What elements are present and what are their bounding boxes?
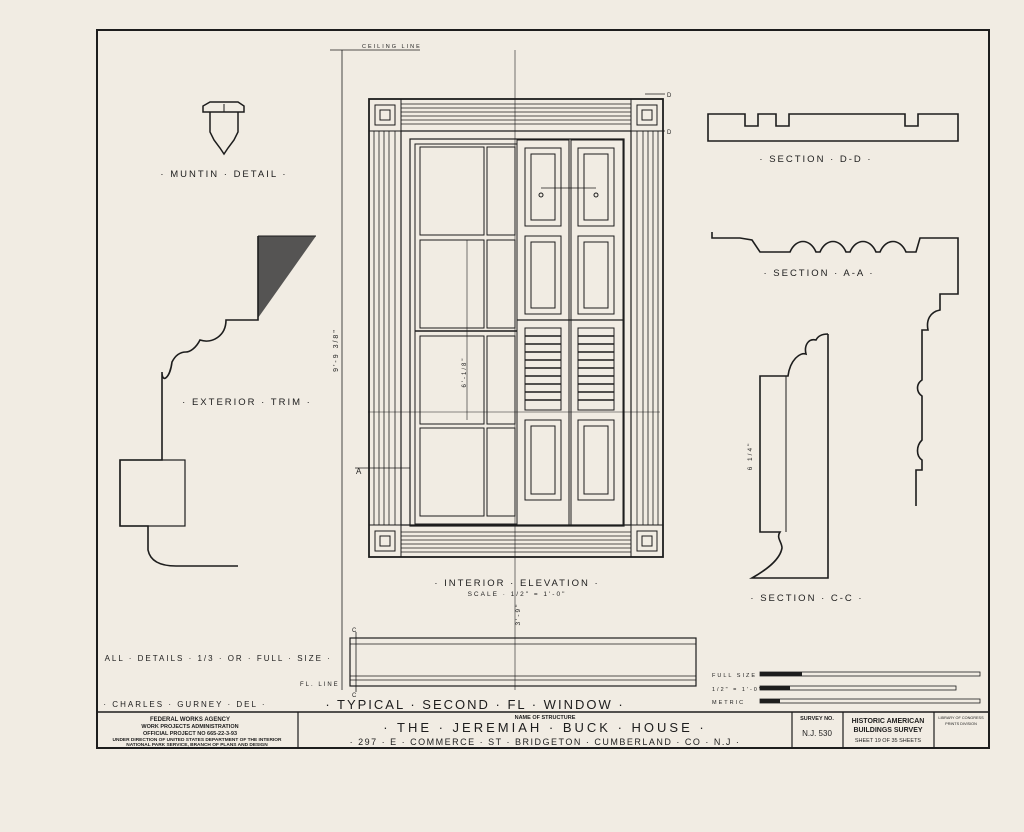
- muntin-detail-label: · MUNTIN · DETAIL ·: [160, 169, 287, 180]
- survey-no-header: SURVEY NO.: [800, 716, 834, 722]
- exterior-trim-label: · EXTERIOR · TRIM ·: [182, 397, 312, 408]
- section-c-marker-bottom: C: [352, 693, 358, 699]
- structure-name-header: NAME OF STRUCTURE: [515, 715, 576, 721]
- sill-plan: C C FL. LINE: [300, 628, 697, 699]
- section-cc-label: · SECTION · C-C ·: [750, 593, 863, 604]
- details-scale-note: · ALL · DETAILS · 1/3 · OR · FULL · SIZE…: [96, 654, 332, 663]
- scale-half-inch-label: 1/2" = 1'-0": [712, 687, 763, 693]
- section-aa-profile: [711, 232, 959, 506]
- structure-name: · THE · JEREMIAH · BUCK · HOUSE ·: [383, 720, 706, 735]
- official-project: OFFICIAL PROJECT NO 665-22-3-93: [143, 731, 237, 737]
- sheet-title: · TYPICAL · SECOND · FL · WINDOW ·: [325, 697, 624, 712]
- muntin-detail: [202, 101, 245, 156]
- habs-line-1: HISTORIC AMERICAN: [852, 718, 925, 725]
- direction-line-2: NATIONAL PARK SERVICE, BRANCH OF PLANS A…: [126, 742, 268, 748]
- corner-note-2: PRINTS DIVISION: [945, 722, 977, 726]
- floor-line-label: FL. LINE: [300, 682, 340, 688]
- sash-height-dimension: 6'-1/8": [462, 357, 468, 388]
- section-aa-label: · SECTION · A-A ·: [763, 268, 874, 279]
- scale-metric-label: METRIC: [712, 700, 745, 706]
- sheet-number: SHEET 19 OF 35 SHEETS: [855, 738, 922, 744]
- louvre-slats: [525, 335, 614, 401]
- section-d-marker-top: D: [667, 93, 673, 99]
- section-a-marker: A: [356, 467, 363, 476]
- scale-bars: FULL SIZE 1/2" = 1'-0" METRIC: [712, 671, 981, 706]
- section-c-marker-top: C: [352, 628, 358, 634]
- structure-address: · 297 · E · COMMERCE · ST · BRIDGETON · …: [350, 737, 741, 747]
- window-elevation: CEILING LINE 9'-9 3/8": [330, 44, 673, 690]
- height-dimension: 9'-9 3/8": [333, 328, 340, 372]
- elevation-scale-label: SCALE · 1/2" = 1'-0": [468, 591, 567, 598]
- delineator-credit: · CHARLES · GURNEY · DEL ·: [103, 700, 266, 709]
- interior-elevation-label: · INTERIOR · ELEVATION ·: [434, 578, 599, 589]
- agency-name: FEDERAL WORKS AGENCY: [150, 717, 230, 723]
- section-cc-dimension: 6 1/4": [747, 442, 754, 471]
- section-dd-profile: [707, 113, 959, 142]
- sheet-border: [96, 29, 990, 749]
- survey-no: N.J. 530: [802, 729, 832, 738]
- exterior-trim-profile: [119, 235, 316, 567]
- corner-note-1: LIBRARY OF CONGRESS: [938, 716, 984, 720]
- ceiling-line-label: CEILING LINE: [362, 44, 422, 50]
- section-dd-label: · SECTION · D-D ·: [759, 154, 872, 165]
- administration-name: WORK PROJECTS ADMINISTRATION: [141, 724, 238, 730]
- scale-full-size-label: FULL SIZE: [712, 673, 757, 679]
- section-cc-profile: [748, 333, 829, 579]
- section-d-marker-bottom: D: [667, 130, 673, 136]
- habs-line-2: BUILDINGS SURVEY: [853, 727, 922, 734]
- title-block: FEDERAL WORKS AGENCY WORK PROJECTS ADMIN…: [113, 712, 984, 748]
- width-dimension: 3'-9": [515, 603, 522, 626]
- direction-line-1: UNDER DIRECTION OF UNITED STATES DEPARTM…: [113, 737, 282, 743]
